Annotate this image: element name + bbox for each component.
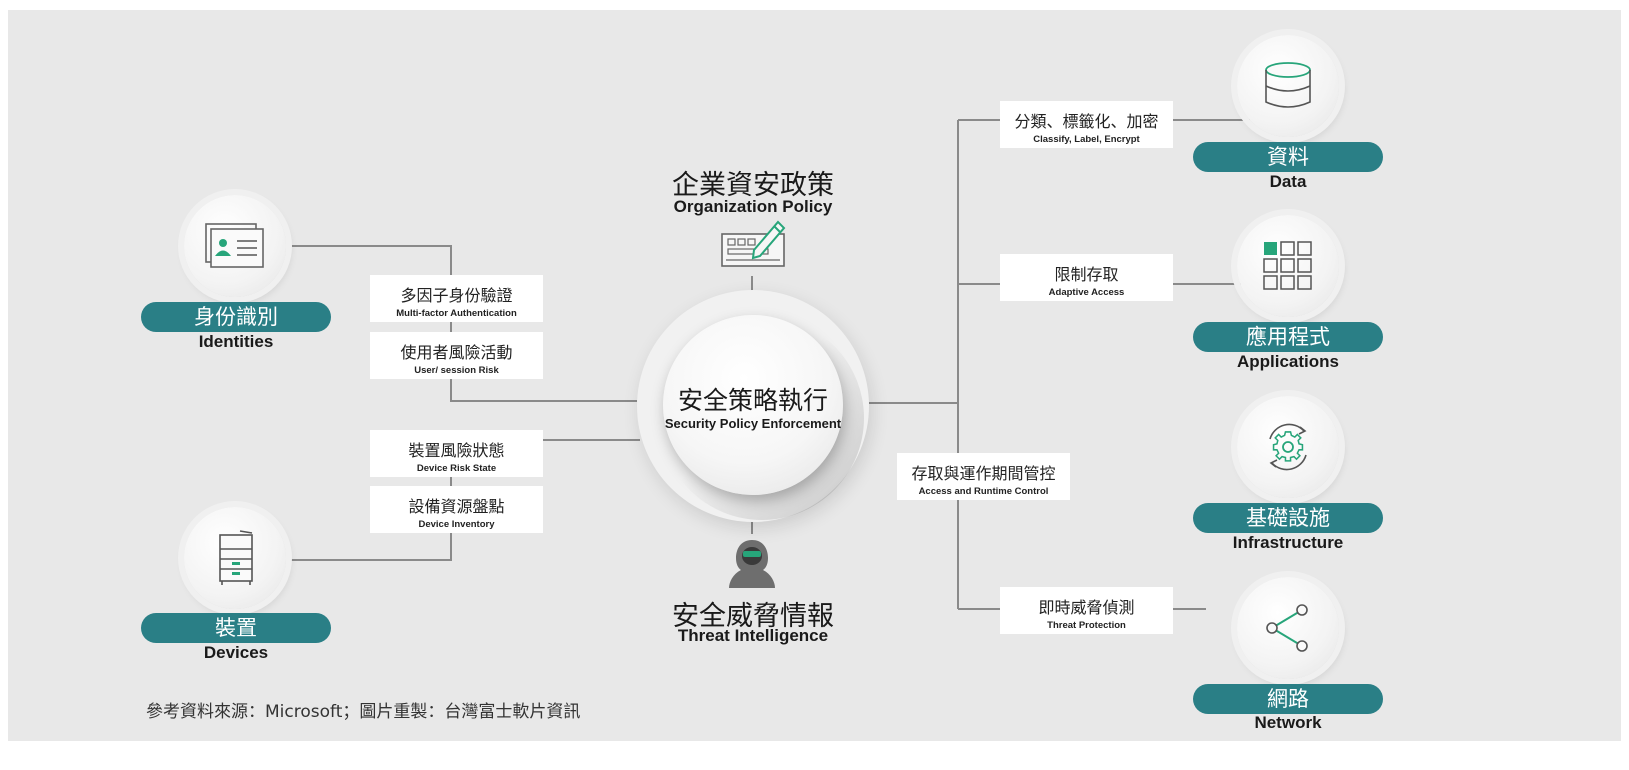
network-sublabel: Network [1254,713,1322,732]
device-risk-sublabel: Device Risk State [416,463,497,474]
classify-label: 分類、標籤化、加密 [1014,112,1159,131]
mfa-box: 多因子身份驗證 Multi-factor Authentication [370,275,543,322]
applications-circle [1237,215,1339,317]
gear-cycle-icon [1269,423,1307,471]
user-risk-box: 使用者風險活動 User/ session Risk [370,332,543,379]
runtime-control-label: 存取與運作期間管控 [911,464,1056,483]
infrastructure-sublabel: Infrastructure [1232,533,1344,552]
device-risk-box: 裝置風險狀態 Device Risk State [370,430,543,477]
devices-label: 裝置 [141,613,331,643]
device-inventory-label: 設備資源盤點 [408,497,505,516]
data-label: 資料 [1193,142,1383,172]
adaptive-access-box: 限制存取 Adaptive Access [1000,254,1173,301]
network-circle [1237,577,1339,679]
applications-label: 應用程式 [1193,322,1383,352]
infrastructure-circle [1237,396,1339,498]
keyboard-pencil-icon [721,220,786,267]
data-circle [1237,35,1339,137]
center-subtitle: Security Policy Enforcement [664,416,842,431]
user-risk-sublabel: User/ session Risk [414,365,499,376]
device-inventory-sublabel: Device Inventory [418,519,495,530]
identities-sublabel: Identities [198,332,274,351]
applications-sublabel: Applications [1236,352,1339,371]
id-card-icon [205,223,264,268]
classify-box: 分類、標籤化、加密 Classify, Label, Encrypt [1000,101,1173,148]
threat-protection-sublabel: Threat Protection [1047,620,1126,631]
identities-circle [184,195,286,297]
device-inventory-box: 設備資源盤點 Device Inventory [370,486,543,533]
devices-sublabel: Devices [203,643,269,662]
hacker-icon [729,540,775,588]
runtime-control-box: 存取與運作期間管控 Access and Runtime Control [897,453,1070,500]
policy-title: 企業資安政策 [672,170,834,201]
devices-circle [184,507,286,609]
identities-label: 身份識別 [141,302,331,332]
center-title: 安全策略執行 [677,386,828,415]
mfa-sublabel: Multi-factor Authentication [396,308,517,319]
printer-icon [219,530,253,585]
threat-protection-box: 即時威脅偵測 Threat Protection [1000,587,1173,634]
network-label: 網路 [1193,684,1383,714]
threat-subtitle: Threat Intelligence [677,626,829,645]
mfa-label: 多因子身份驗證 [400,286,513,305]
source-note: 參考資料來源：Microsoft；圖片重製：台灣富士軟片資訊 [146,702,581,722]
runtime-control-sublabel: Access and Runtime Control [918,486,1049,497]
threat-title: 安全威脅情報 [672,601,834,632]
adaptive-access-sublabel: Adaptive Access [1048,287,1125,298]
share-network-icon [1266,604,1308,652]
center-circle [663,315,843,495]
classify-sublabel: Classify, Label, Encrypt [1033,134,1140,145]
threat-protection-label: 即時威脅偵測 [1038,598,1135,617]
data-sublabel: Data [1269,172,1307,191]
infrastructure-label: 基礎設施 [1193,503,1383,533]
database-icon [1265,62,1311,108]
policy-subtitle: Organization Policy [673,197,833,216]
app-grid-icon [1263,241,1312,290]
user-risk-label: 使用者風險活動 [400,343,513,362]
adaptive-access-label: 限制存取 [1054,265,1119,284]
device-risk-label: 裝置風險狀態 [408,441,505,460]
